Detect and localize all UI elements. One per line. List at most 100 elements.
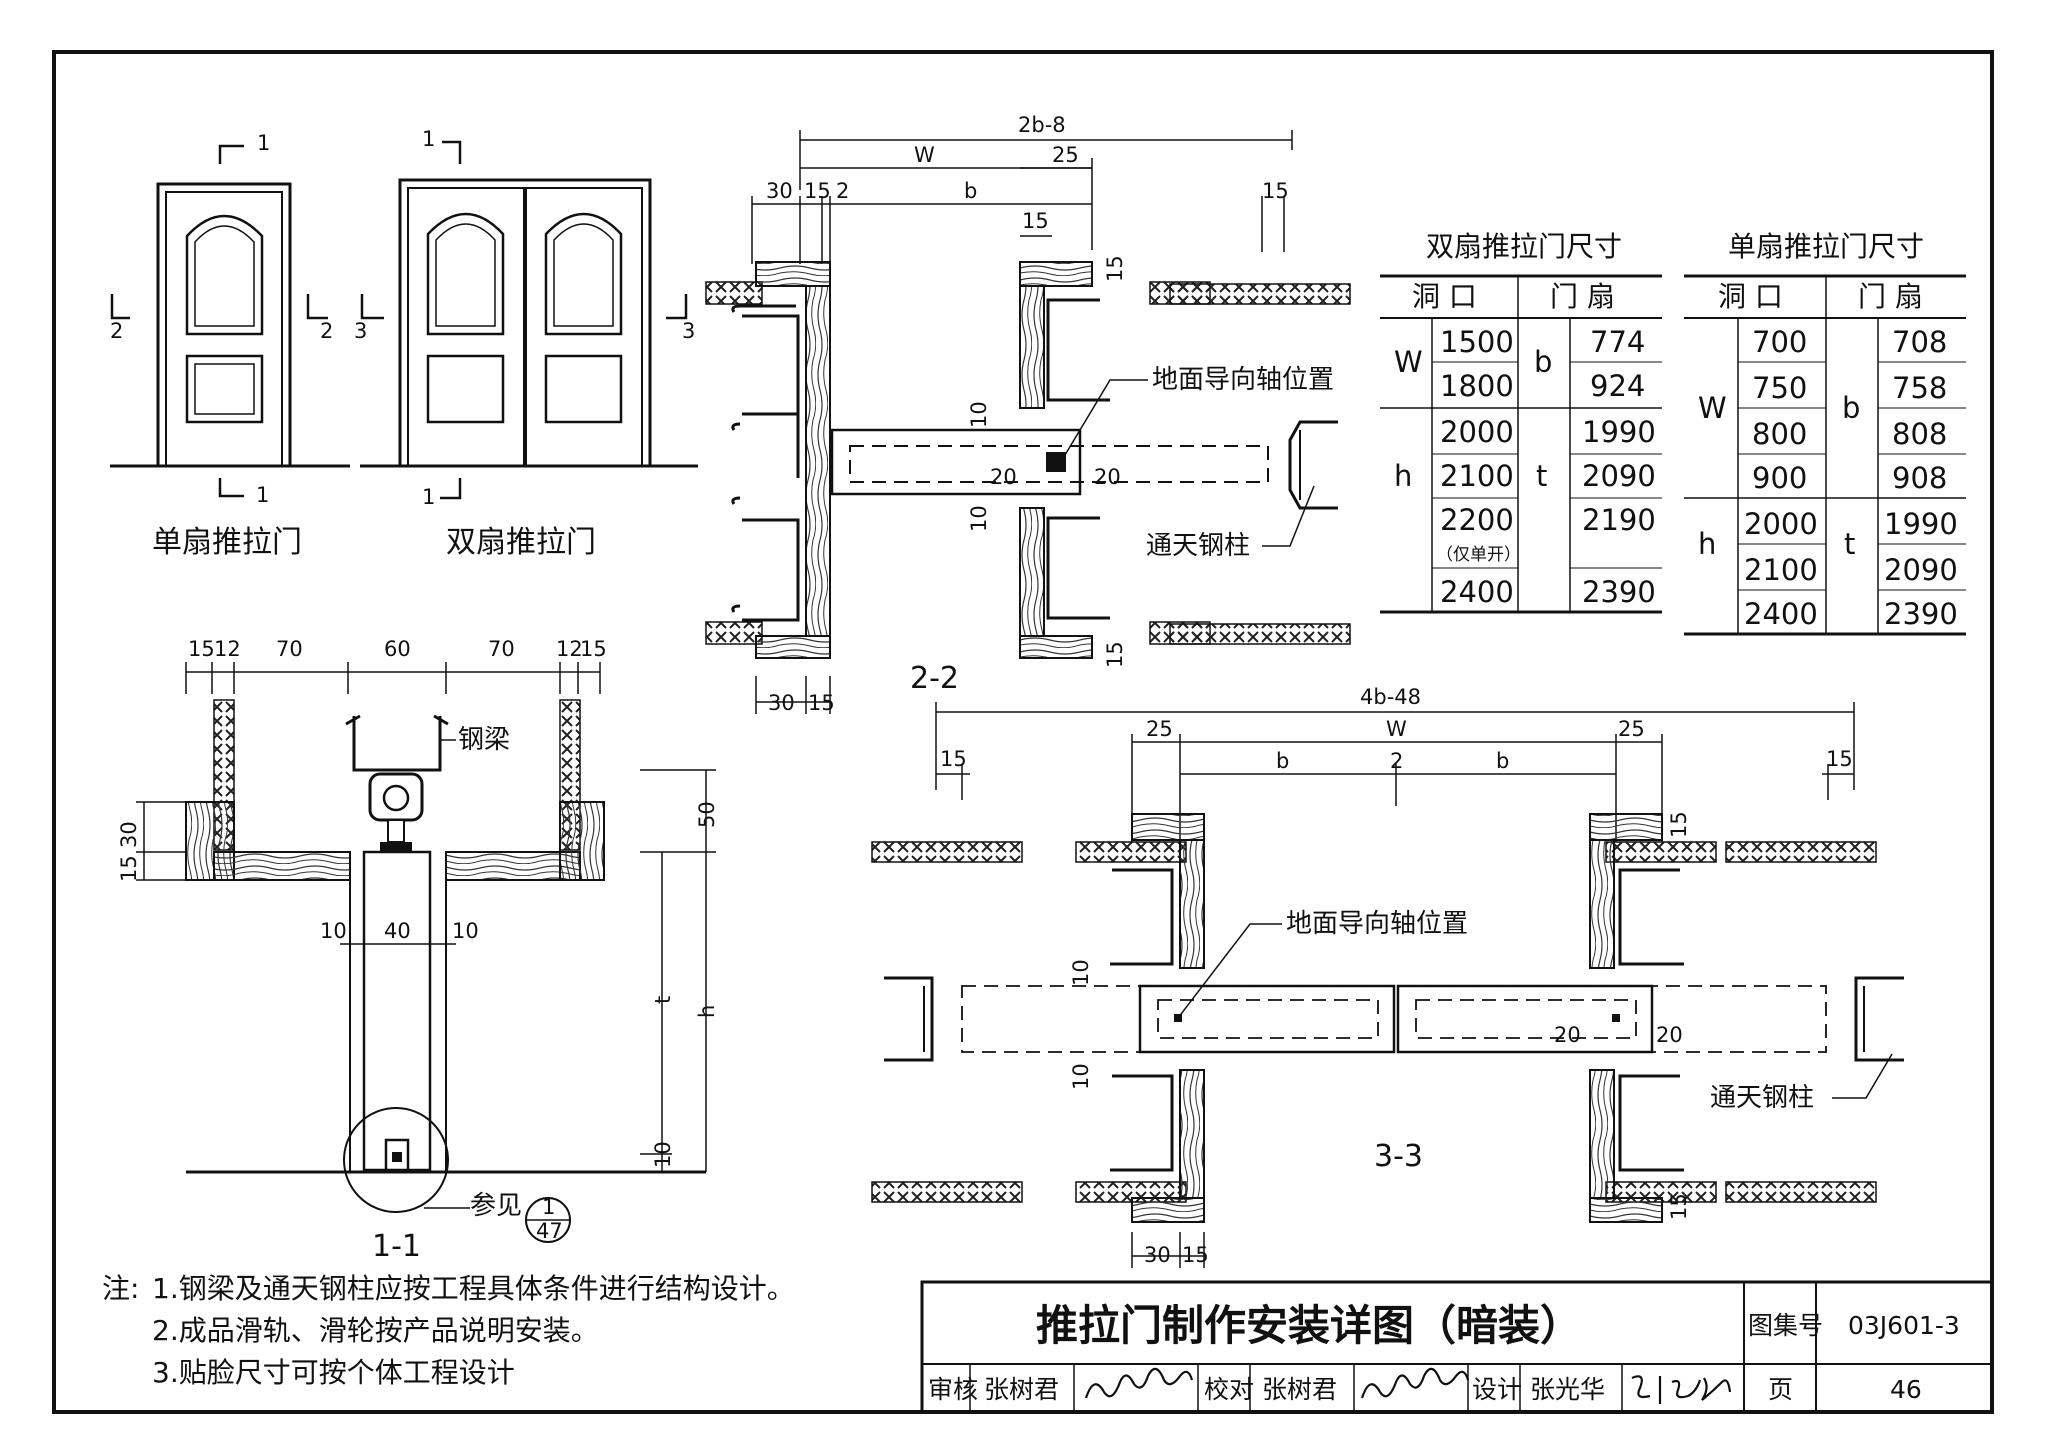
page-number: 46: [1890, 1375, 1922, 1404]
dim-3-3-bottom-15: 15: [1182, 1243, 1209, 1267]
dim-2-2-w: W: [914, 143, 935, 167]
table-single-title: 单扇推拉门尺寸: [1728, 230, 1924, 263]
single-cut-mark-top: 1: [257, 131, 270, 155]
review-signature: [1084, 1367, 1194, 1399]
dim-3-3-w: W: [1386, 717, 1407, 741]
dim-3-3-10b: 10: [1069, 1063, 1093, 1090]
table-double-cell: 2190: [1582, 503, 1656, 537]
dim-3-3-25b: 25: [1618, 717, 1645, 741]
double-door-elevation: 1 1 3 3 双扇推拉门: [354, 127, 698, 560]
table-single-cell: 2400: [1744, 597, 1818, 631]
steel-column-label-2-2: 通天钢柱: [1146, 531, 1250, 561]
dim-1-1-left-15: 15: [117, 855, 141, 882]
table-single-cell: 750: [1752, 371, 1807, 405]
single-cut-mark-left: 2: [110, 319, 123, 343]
notes-prefix: 注:: [102, 1272, 139, 1305]
table-single-header-opening: 洞 口: [1718, 280, 1783, 313]
atlas-label: 图集号: [1748, 1311, 1823, 1340]
table-double-h: h: [1394, 459, 1412, 493]
dim-1-1-10a: 10: [320, 919, 347, 943]
table-single-cell: 2090: [1884, 553, 1958, 587]
drawing-title: 推拉门制作安装详图（暗装）: [1036, 1301, 1582, 1350]
dim-3-3-b2: b: [1496, 749, 1509, 773]
dim-2-2-20a: 20: [990, 465, 1017, 489]
table-double-cell: 2400: [1440, 575, 1514, 609]
dim-2-2-v-15: 15: [1103, 255, 1127, 282]
table-double-t: t: [1536, 459, 1547, 493]
table-single-cell: 700: [1752, 325, 1807, 359]
table-single-b: b: [1842, 391, 1860, 425]
table-double-cell: 1800: [1440, 369, 1514, 403]
dim-2-2-15: 15: [804, 179, 831, 203]
page-label: 页: [1768, 1375, 1793, 1404]
dim-1-1-60: 60: [384, 637, 411, 661]
dim-3-3-10a: 10: [1069, 959, 1093, 986]
table-double-note: （仅单开）: [1436, 545, 1521, 565]
single-cut-mark-right: 2: [320, 319, 333, 343]
review-name: 张树君: [984, 1375, 1059, 1404]
dim-1-1-12a: 12: [214, 637, 241, 661]
single-door-elevation: 1 1 2 2 单扇推拉门: [110, 131, 350, 560]
section-2-2: 2b-8 W 25 30 15 2 b 15 15 15: [705, 113, 1351, 715]
table-single-cell: 2000: [1744, 507, 1818, 541]
check-name: 张树君: [1262, 1375, 1337, 1404]
dim-2-2-10a: 10: [967, 401, 991, 428]
table-double-cell: 774: [1590, 325, 1645, 359]
design-name: 张光华: [1530, 1375, 1605, 1404]
table-single-cell: 2100: [1744, 553, 1818, 587]
table-single-cell: 908: [1892, 461, 1947, 495]
section-2-2-caption: 2-2: [910, 661, 959, 696]
review-label: 审核: [928, 1375, 978, 1404]
table-double-cell: 924: [1590, 369, 1645, 403]
dim-1-1-10b: 10: [452, 919, 479, 943]
table-double-header-opening: 洞 口: [1412, 280, 1477, 313]
dim-3-3-2: 2: [1390, 749, 1403, 773]
title-block: 推拉门制作安装详图（暗装） 图集号 03J601-3 审核 张树君 校对 张树君…: [920, 1280, 1994, 1414]
guide-axis-label-2-2: 地面导向轴位置: [1152, 365, 1334, 395]
dim-1-1-40: 40: [384, 919, 411, 943]
table-single-cell: 808: [1892, 417, 1947, 451]
ref-page: 47: [536, 1219, 563, 1243]
dim-3-3-v-15a: 15: [1667, 811, 1691, 838]
sheet-border: [52, 50, 1994, 1414]
table-single-cell: 800: [1752, 417, 1807, 451]
dim-2-2-30: 30: [766, 179, 793, 203]
dim-1-1-12b: 12: [556, 637, 583, 661]
section-3-3: 4b-48 W 25 25 b 2 b 15 15: [871, 685, 1904, 1268]
table-single-cell: 900: [1752, 461, 1807, 495]
double-cut-mark-bottom: 1: [422, 485, 435, 509]
dim-2-2-small-15: 15: [1022, 209, 1049, 233]
notes: 注: 1.钢梁及通天钢柱应按工程具体条件进行结构设计。 2.成品滑轨、滑轮按产品…: [102, 1272, 795, 1389]
ref-number: 1: [542, 1195, 555, 1219]
table-single-header-leaf: 门 扇: [1858, 280, 1923, 313]
dim-3-3-20a: 20: [1554, 1023, 1581, 1047]
section-3-3-caption: 3-3: [1374, 1139, 1423, 1174]
check-label: 校对: [1204, 1375, 1254, 1404]
atlas-number: 03J601-3: [1848, 1311, 1960, 1340]
table-double-w: W: [1394, 345, 1423, 379]
table-single-sizes: 单扇推拉门尺寸 洞 口 门 扇 W h b t 700 708 750 758 …: [1684, 230, 1966, 636]
dim-2-2-right-15: 15: [1262, 179, 1289, 203]
steel-column-label-3-3: 通天钢柱: [1710, 1083, 1814, 1113]
dim-1-1-h: h: [695, 1005, 719, 1018]
table-double-b: b: [1534, 345, 1552, 379]
double-cut-mark-top: 1: [422, 127, 435, 151]
table-double-header-leaf: 门 扇: [1550, 280, 1615, 313]
dim-1-1-70a: 70: [276, 637, 303, 661]
dim-3-3-b1: b: [1276, 749, 1289, 773]
table-double-cell: 1990: [1582, 415, 1656, 449]
dim-2-2-b: b: [964, 179, 977, 203]
dim-2-2-bottom-30: 30: [768, 691, 795, 715]
table-single-w: W: [1698, 391, 1727, 425]
guide-axis-label-3-3: 地面导向轴位置: [1286, 909, 1468, 939]
dim-3-3-20b: 20: [1656, 1023, 1683, 1047]
table-double-title: 双扇推拉门尺寸: [1426, 230, 1622, 263]
single-cut-mark-bottom: 1: [256, 483, 269, 507]
table-double-cell: 2000: [1440, 415, 1514, 449]
ref-label: 参见: [470, 1191, 522, 1221]
dim-2-2-v-15b: 15: [1103, 641, 1127, 668]
dim-2-2-20b: 20: [1094, 465, 1121, 489]
dim-2-2-2: 2: [836, 179, 849, 203]
dim-3-3-15b: 15: [1826, 747, 1853, 771]
